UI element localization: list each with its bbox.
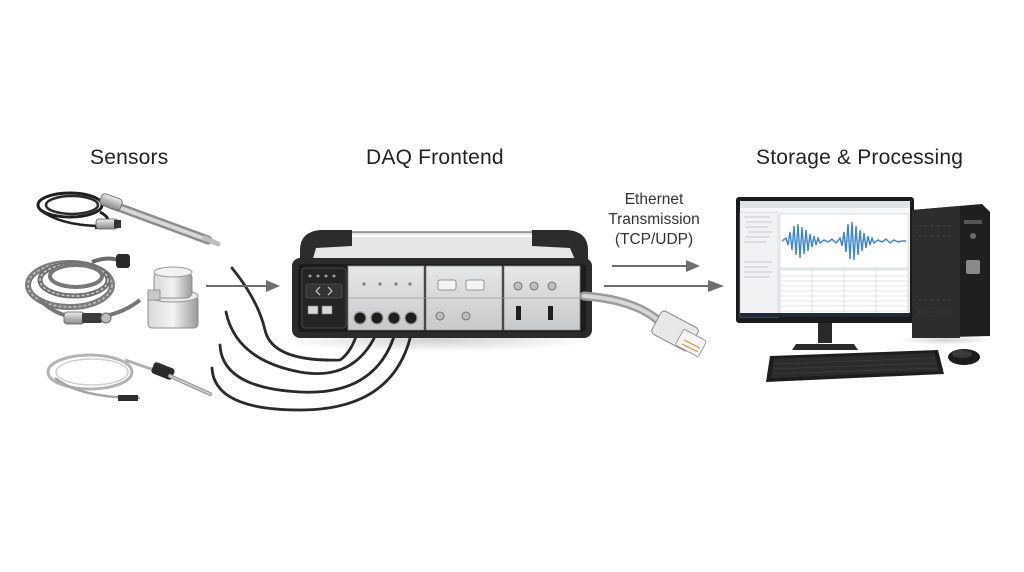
storage-processing-workstation — [736, 197, 992, 382]
waveform-signal — [781, 221, 906, 261]
keyboard — [766, 350, 944, 382]
ethernet-label-line-3: (TCP/UDP) — [614, 231, 694, 248]
accelerometer-sensor — [25, 254, 199, 329]
ethernet-label-line-2: Transmission — [608, 211, 700, 228]
bnc-connectors — [353, 311, 418, 325]
ethernet-label-line-1: Ethernet — [624, 191, 684, 208]
sensors-stage-label: Sensors — [90, 146, 169, 169]
sensor-cables — [210, 266, 414, 412]
ethernet-transmission-label: Ethernet Transmission (TCP/UDP) — [592, 190, 716, 250]
sensors-group — [25, 191, 414, 412]
mouse — [948, 349, 980, 365]
ethernet-transmission-arrow-upper — [612, 260, 700, 272]
storage-processing-stage-label: Storage & Processing — [756, 146, 964, 169]
daq-frontend-device — [276, 230, 707, 357]
temperature-probe-sensor — [46, 353, 212, 401]
computer-tower — [900, 204, 992, 345]
ethernet-cable — [579, 291, 707, 357]
daq-frontend-stage-label: DAQ Frontend — [366, 146, 504, 169]
coiled-probe-sensor — [36, 191, 221, 247]
monitor — [736, 197, 914, 350]
sensors-to-daq-arrow — [206, 280, 280, 292]
daq-to-storage-arrow — [604, 280, 724, 292]
